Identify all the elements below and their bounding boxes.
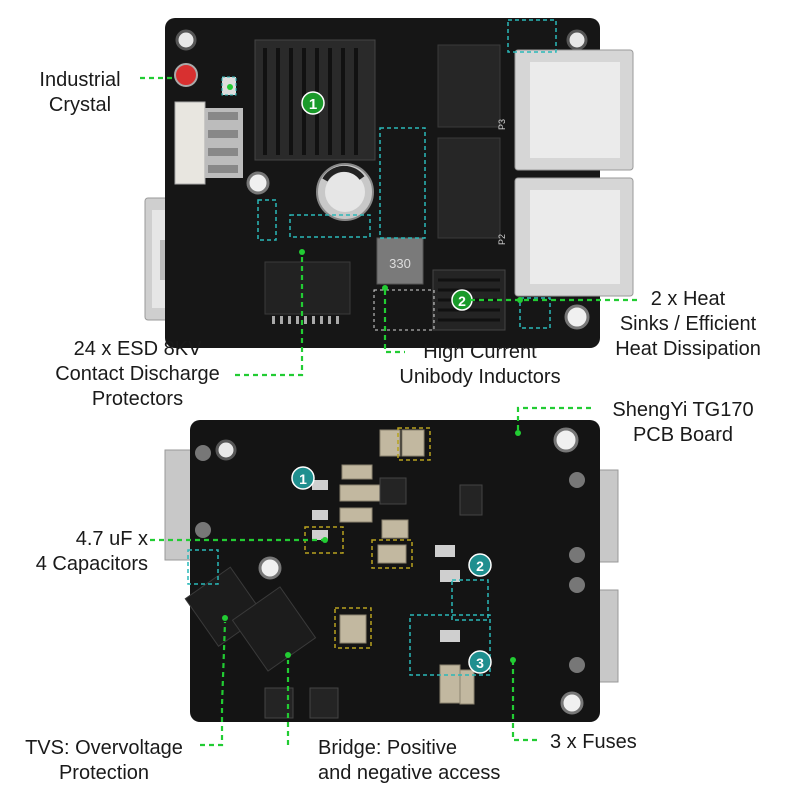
main-heatsink: 1 bbox=[254, 39, 376, 161]
bottom-pcb bbox=[190, 420, 600, 722]
top-board: 1 330 2 bbox=[144, 18, 634, 348]
rj45-port-p2: P2 bbox=[497, 177, 634, 297]
esd-highlights bbox=[257, 19, 557, 329]
port-label-p3: P3 bbox=[497, 119, 507, 130]
red-led bbox=[174, 63, 198, 87]
callout-tvs: TVS: Overvoltage Protection bbox=[25, 737, 183, 784]
leader-lines bbox=[140, 76, 640, 747]
fuse-highlights bbox=[187, 549, 491, 676]
port-label-p2: P2 bbox=[497, 234, 507, 245]
electrolytic-capacitor bbox=[316, 163, 374, 221]
callout-capacitors: 4.7 uF x 4 Capacitors bbox=[35, 528, 148, 575]
bottom-board: 1 2 3 bbox=[164, 420, 619, 722]
inductor-marking: 330 bbox=[389, 256, 411, 271]
callout-inductors: High Current Unibody Inductors bbox=[399, 341, 561, 388]
callout-heat-sinks: 2 x Heat Sinks / Efficient Heat Dissipat… bbox=[615, 288, 761, 360]
bottom-badge-3: 3 bbox=[476, 655, 484, 671]
callout-bridge: Bridge: Positive and negative access bbox=[318, 737, 501, 784]
top-badge-2: 2 bbox=[458, 293, 466, 309]
callout-esd-protectors: 24 x ESD 8KV Contact Discharge Protector… bbox=[55, 338, 220, 410]
bridge-package bbox=[231, 586, 317, 672]
rj45-port-p3: P3 bbox=[497, 49, 634, 171]
magnetics-chip-1 bbox=[437, 44, 501, 128]
callout-pcb-board: ShengYi TG170 PCB Board bbox=[612, 399, 754, 446]
callout-fuses: 3 x Fuses bbox=[550, 731, 637, 753]
inductor: 330 bbox=[376, 237, 424, 285]
secondary-heatsink: 2 bbox=[432, 269, 506, 331]
bottom-badge-1: 1 bbox=[299, 471, 307, 487]
bottom-badge-2: 2 bbox=[476, 558, 484, 574]
magnetics-chip-2 bbox=[437, 137, 501, 239]
callout-industrial-crystal: Industrial Crystal bbox=[39, 69, 121, 116]
phy-chip bbox=[264, 261, 351, 315]
top-badge-1: 1 bbox=[309, 96, 317, 113]
pin-header bbox=[174, 101, 243, 185]
